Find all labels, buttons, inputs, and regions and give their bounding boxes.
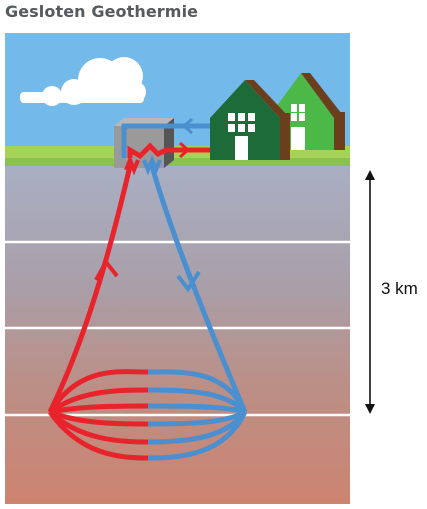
cold-return-pipe xyxy=(121,123,210,158)
exchanger-red-pipe xyxy=(124,154,140,176)
deep-loop-cold xyxy=(147,369,248,461)
ground-layers xyxy=(5,166,350,504)
cold-flow-arrow-icon xyxy=(176,270,201,293)
exchanger-blue-pipe xyxy=(142,154,162,176)
diagram-title: Gesloten Geothermie xyxy=(5,2,199,21)
depth-scale-label: 3 km xyxy=(381,279,418,298)
hot-flow-arrow-icon xyxy=(94,258,119,281)
deep-loop-hot xyxy=(47,369,149,461)
arrow-to-house xyxy=(179,141,191,159)
hot-well-pipe xyxy=(47,165,133,414)
cloud-icon xyxy=(20,57,146,106)
arrow-to-exchanger xyxy=(181,117,193,135)
house-icon xyxy=(210,80,290,160)
grass-edge xyxy=(5,158,350,166)
double-arrow-icon xyxy=(365,170,375,414)
hot-supply-pipe xyxy=(127,142,210,160)
